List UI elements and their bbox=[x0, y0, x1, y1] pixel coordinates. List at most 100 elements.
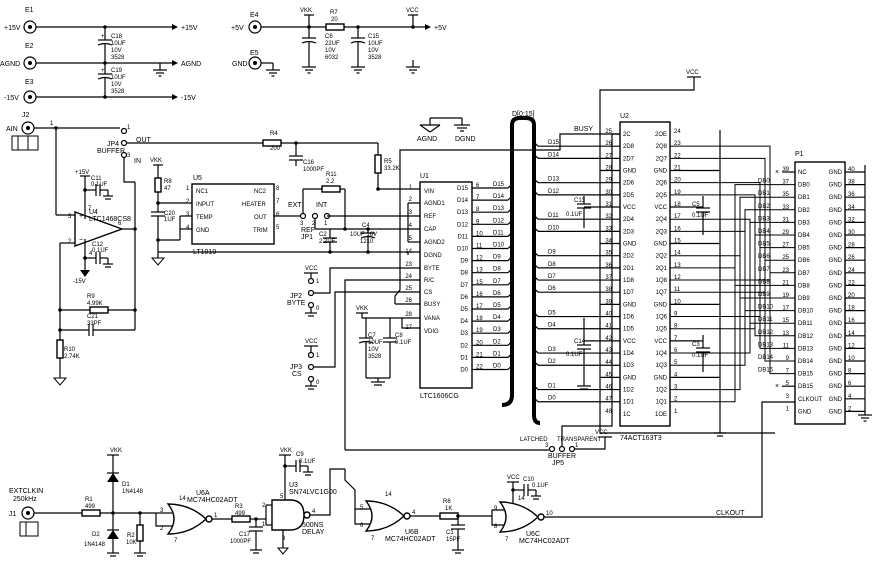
u2-lpin-num: 33 bbox=[605, 226, 612, 232]
u2-lpin-2d5: 2D5 bbox=[623, 193, 635, 199]
u1-lpin-num: 23 bbox=[405, 262, 412, 268]
c21-val: 33PF bbox=[87, 321, 102, 327]
u2-lpin-2d8: 2D8 bbox=[623, 144, 635, 150]
u2-rpin-num: 6 bbox=[674, 348, 678, 354]
r7-val: 20 bbox=[331, 17, 338, 23]
c6-ref: C6 bbox=[325, 34, 333, 40]
p1-net-label: DB6 bbox=[758, 254, 770, 260]
c12-ref: C12 bbox=[92, 242, 104, 248]
vkk-u5: VKK bbox=[150, 158, 162, 164]
u1-lpin-num: 26 bbox=[405, 298, 412, 304]
svg-text:1: 1 bbox=[324, 221, 328, 227]
vcc-u2: VCC bbox=[686, 70, 699, 76]
c17-val: 1000PF bbox=[230, 539, 251, 545]
u1-lpin-num: 4 bbox=[409, 223, 413, 229]
u1-pin-agnd2: AGND2 bbox=[424, 240, 445, 246]
u1-net-label: D6 bbox=[493, 291, 501, 297]
u2-rpin-gnd: GND bbox=[654, 375, 668, 381]
u2-lpin-2d7: 2D7 bbox=[623, 156, 635, 162]
jp5-ref: JP5 bbox=[552, 460, 564, 467]
p1-rpin-num: 6 bbox=[848, 381, 852, 387]
p1-pin-db12: DB12 bbox=[798, 334, 814, 340]
u1-pin-d0: D0 bbox=[460, 368, 468, 374]
r1-val: 499 bbox=[85, 504, 96, 510]
c18-v1: 10V bbox=[111, 48, 122, 54]
svg-text:4: 4 bbox=[186, 225, 190, 231]
jp1-int: INT bbox=[316, 202, 328, 209]
u2-rpin-2d7: 2Q7 bbox=[656, 156, 668, 162]
p1-pin-nc: NC bbox=[798, 170, 807, 176]
c11-val: 0.1UF bbox=[91, 182, 108, 188]
u2-bus-entry bbox=[533, 153, 539, 159]
u1-pin-d13: D13 bbox=[457, 210, 469, 216]
u2-rpin-2d4: 2Q4 bbox=[656, 217, 668, 223]
u1-lpin-num: 2 bbox=[409, 197, 413, 203]
u1-pin-d6: D6 bbox=[460, 295, 468, 301]
e4-net: +5V bbox=[434, 25, 447, 32]
c4-ref: C4 bbox=[362, 223, 370, 229]
u2-rpin-2d6: 2Q6 bbox=[656, 181, 668, 187]
u1-pin-ref: REF bbox=[424, 214, 436, 220]
u2-bus-entry bbox=[533, 324, 539, 330]
c20-val: 1UF bbox=[164, 217, 176, 223]
u1-pin-cs: CS bbox=[424, 290, 432, 296]
e5-ref: E5 bbox=[250, 50, 259, 57]
u2-output-wire bbox=[670, 259, 795, 293]
svg-text:7: 7 bbox=[505, 537, 509, 543]
c19-v1: 10V bbox=[111, 82, 122, 88]
c1-val: 15PF bbox=[446, 537, 461, 543]
p1-rpin-num: 34 bbox=[848, 205, 855, 211]
p1-body bbox=[794, 161, 846, 425]
p1-pin-gnd: GND bbox=[829, 233, 843, 239]
u6c-ref: U6C bbox=[526, 531, 540, 538]
c9-val: 0.1UF bbox=[299, 459, 316, 465]
jp2-ref: JP2 bbox=[290, 293, 302, 300]
r7-resistor bbox=[325, 23, 345, 31]
p1-net-label: DB4 bbox=[758, 229, 770, 235]
u5-pr1: HEATER bbox=[242, 202, 267, 208]
u2-rpin-2d5: 2Q5 bbox=[656, 193, 668, 199]
svg-text:2: 2 bbox=[312, 221, 316, 227]
svg-text:1: 1 bbox=[50, 121, 54, 127]
u1-net-label: D13 bbox=[493, 206, 505, 212]
u2-rpin-1d2: 1Q2 bbox=[656, 388, 668, 394]
u1-rpin-num: 20 bbox=[476, 340, 483, 346]
j1-label: EXTCLKIN bbox=[9, 488, 43, 495]
clock-section: EXTCLKIN 250kHz J1 R1 499 VKK D1 1N4148 … bbox=[9, 401, 795, 557]
u2-rpin-1d3: 1Q3 bbox=[656, 363, 668, 369]
c13-ref: C13 bbox=[574, 198, 586, 204]
r8-ref: R8 bbox=[164, 179, 172, 185]
r10-val: 2.74K bbox=[64, 354, 80, 360]
u5-pr3: TRIM bbox=[253, 228, 268, 234]
u2-rpin-num: 11 bbox=[674, 287, 681, 293]
u1-bus-entry bbox=[507, 244, 513, 249]
svg-text:4: 4 bbox=[412, 510, 416, 516]
svg-text:3: 3 bbox=[186, 212, 190, 218]
u2-bus-entry bbox=[533, 385, 539, 390]
svg-text:14: 14 bbox=[385, 492, 392, 498]
u2-lpin-num: 43 bbox=[605, 348, 612, 354]
u5-ref: U5 bbox=[193, 175, 202, 182]
u2-lpin-num: 44 bbox=[605, 360, 612, 366]
u1-pin-d12: D12 bbox=[457, 222, 469, 228]
svg-text:2: 2 bbox=[68, 239, 72, 245]
p1-rpin-num: 32 bbox=[848, 217, 855, 223]
u2-lpin-num: 35 bbox=[605, 251, 612, 257]
u1-pin-d3: D3 bbox=[460, 331, 468, 337]
u2-net-label: D4 bbox=[548, 323, 556, 329]
u2-rpin-2d8: 2Q8 bbox=[656, 144, 668, 150]
p1-lpin-num: 15 bbox=[782, 318, 789, 324]
r11-ref: R11 bbox=[326, 172, 337, 178]
svg-text:0: 0 bbox=[316, 306, 320, 312]
svg-text:9: 9 bbox=[494, 506, 498, 512]
p1-ref: P1 bbox=[795, 151, 804, 158]
c2-val: 2.2UF bbox=[319, 239, 336, 245]
u2-lpin-num: 45 bbox=[605, 372, 612, 378]
jp1-name: REF bbox=[301, 227, 315, 234]
u2-lpin-2d4: 2D4 bbox=[623, 217, 635, 223]
svg-text:1: 1 bbox=[127, 125, 131, 131]
u1-pin-agnd1: AGND1 bbox=[424, 201, 445, 207]
u5-reference: U5 LT1019 NC1 INPUT TEMP GND NC2 HEATER … bbox=[150, 158, 420, 266]
c17-ref: C17 bbox=[239, 532, 251, 538]
e1-label: +15V bbox=[4, 25, 21, 32]
